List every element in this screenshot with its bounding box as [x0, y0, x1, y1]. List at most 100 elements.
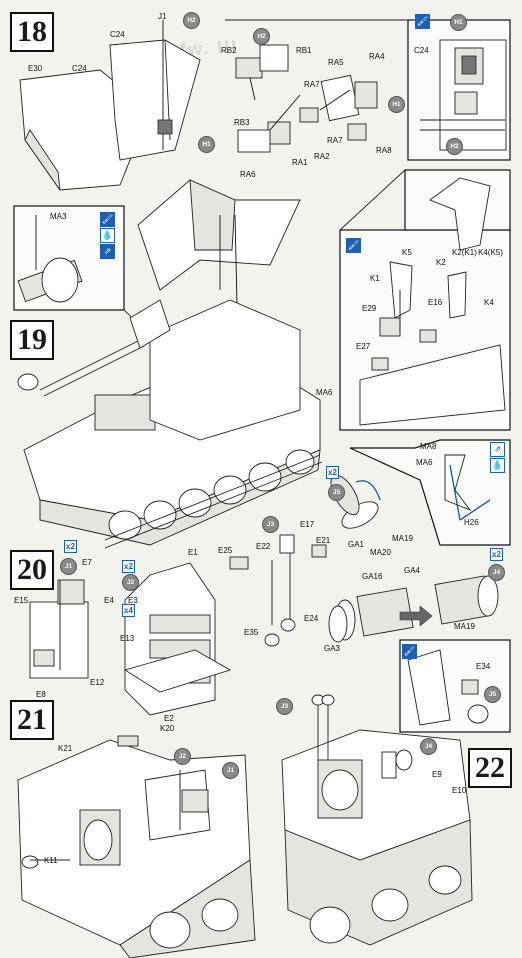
part-label: MA20 — [370, 548, 391, 557]
part-label: RA7 — [327, 136, 343, 145]
part-label: K20 — [160, 724, 175, 733]
callout-j4: J4 — [420, 738, 437, 755]
step20-stowage — [123, 562, 232, 716]
part-label: E2 — [164, 714, 174, 723]
glue-drop-icon: 💧 — [490, 458, 505, 473]
step-number-18: 18 — [10, 12, 54, 52]
part-label: H26 — [464, 518, 479, 527]
callout-h2: H2 — [253, 28, 270, 45]
part-label: K11 — [44, 856, 58, 865]
part-label: C24 — [72, 64, 87, 73]
part-label: RA5 — [328, 58, 344, 67]
part-label: E8 — [36, 690, 46, 699]
part-label: GA3 — [324, 644, 341, 653]
quantity-badge: x2 — [326, 466, 339, 479]
step18-radio-set — [235, 44, 378, 153]
part-label: RB1 — [296, 46, 312, 55]
part-label: MA19 — [454, 622, 475, 631]
part-label: E3 — [128, 596, 138, 605]
callout-j5: J5 — [484, 686, 501, 703]
part-label: E1 — [188, 548, 198, 557]
part-label: MA6 — [416, 458, 433, 467]
paint-brush-icon: 🖌 — [100, 212, 115, 227]
callout-h2: H2 — [446, 138, 463, 155]
step20-front-box — [29, 579, 89, 679]
part-label: K2(K1) — [452, 248, 477, 257]
step20-muzzle-brake — [328, 575, 499, 643]
step-number-22: 22 — [468, 748, 512, 788]
part-label: MA19 — [392, 534, 413, 543]
part-label: RB2 — [221, 46, 237, 55]
part-label: GA1 — [348, 540, 365, 549]
part-label: MA6 — [316, 388, 333, 397]
quantity-badge: x2 — [490, 548, 503, 561]
part-label: E35 — [244, 628, 259, 637]
part-label: RA1 — [292, 158, 308, 167]
part-label: E17 — [300, 520, 315, 529]
part-label: E27 — [356, 342, 371, 351]
part-label: K1 — [370, 274, 380, 283]
step19-inset-barrel — [13, 205, 141, 326]
part-label: E15 — [14, 596, 29, 605]
part-label: E10 — [452, 786, 467, 795]
quantity-badge: x2 — [64, 540, 77, 553]
part-label: RA4 — [369, 52, 385, 61]
part-label: C24 — [414, 46, 429, 55]
part-label: RA7 — [304, 80, 320, 89]
callout-h1: H1 — [450, 14, 467, 31]
part-label: K4(K5) — [478, 248, 503, 257]
part-label: RA8 — [376, 146, 392, 155]
part-label: GA16 — [362, 572, 383, 581]
part-label: E22 — [256, 542, 271, 551]
glue-drop-icon: 💧 — [100, 228, 115, 243]
part-label: J1 — [158, 12, 167, 21]
step20-gun-mount — [229, 534, 327, 647]
part-label: E13 — [120, 634, 135, 643]
part-label: E7 — [82, 558, 92, 567]
step21-hull — [17, 735, 256, 958]
callout-h2: H2 — [183, 12, 200, 29]
part-label: RA2 — [314, 152, 330, 161]
part-label: K21 — [58, 744, 73, 753]
part-label: E34 — [476, 662, 491, 671]
part-label: E4 — [104, 596, 114, 605]
callout-j4: J4 — [488, 564, 505, 581]
callout-j1: J1 — [222, 762, 239, 779]
callout-h1: H1 — [388, 96, 405, 113]
step18-detail-inset — [225, 19, 511, 161]
part-label: RA6 — [240, 170, 256, 179]
paint-brush-icon: 🖌 — [402, 644, 417, 659]
option-arrow-icon: ⇗ — [490, 442, 505, 457]
step-number-19: 19 — [10, 320, 54, 360]
part-label: E21 — [316, 536, 331, 545]
part-label: K5 — [402, 248, 412, 257]
part-label: K2 — [436, 258, 446, 267]
step19-superstructure — [137, 179, 301, 441]
paint-brush-icon: 🖌 — [415, 14, 430, 29]
part-label: E25 — [218, 546, 233, 555]
callout-j3: J3 — [262, 516, 279, 533]
step19-mantlet-inset — [330, 439, 511, 546]
part-label: MA8 — [420, 442, 437, 451]
step-number-20: 20 — [10, 550, 54, 590]
callout-j2: J2 — [174, 748, 191, 765]
callout-j1: J1 — [60, 558, 77, 575]
callout-j2: J2 — [122, 574, 139, 591]
callout-j5: J5 — [328, 484, 345, 501]
part-label: E9 — [432, 770, 442, 779]
step19-road-wheels — [104, 449, 323, 549]
part-label: C24 — [110, 30, 125, 39]
option-arrow-icon: ⇗ — [100, 244, 115, 259]
quantity-badge: x2 — [122, 560, 135, 573]
part-label: K4 — [484, 298, 494, 307]
quantity-badge: x4 — [122, 604, 135, 617]
part-label: RB3 — [234, 118, 250, 127]
step-number-21: 21 — [10, 700, 54, 740]
step22-hull — [281, 694, 473, 946]
step18-hull-top — [19, 20, 201, 191]
part-label: E24 — [304, 614, 319, 623]
part-label: E30 — [28, 64, 43, 73]
step19-right-inset — [339, 169, 511, 431]
